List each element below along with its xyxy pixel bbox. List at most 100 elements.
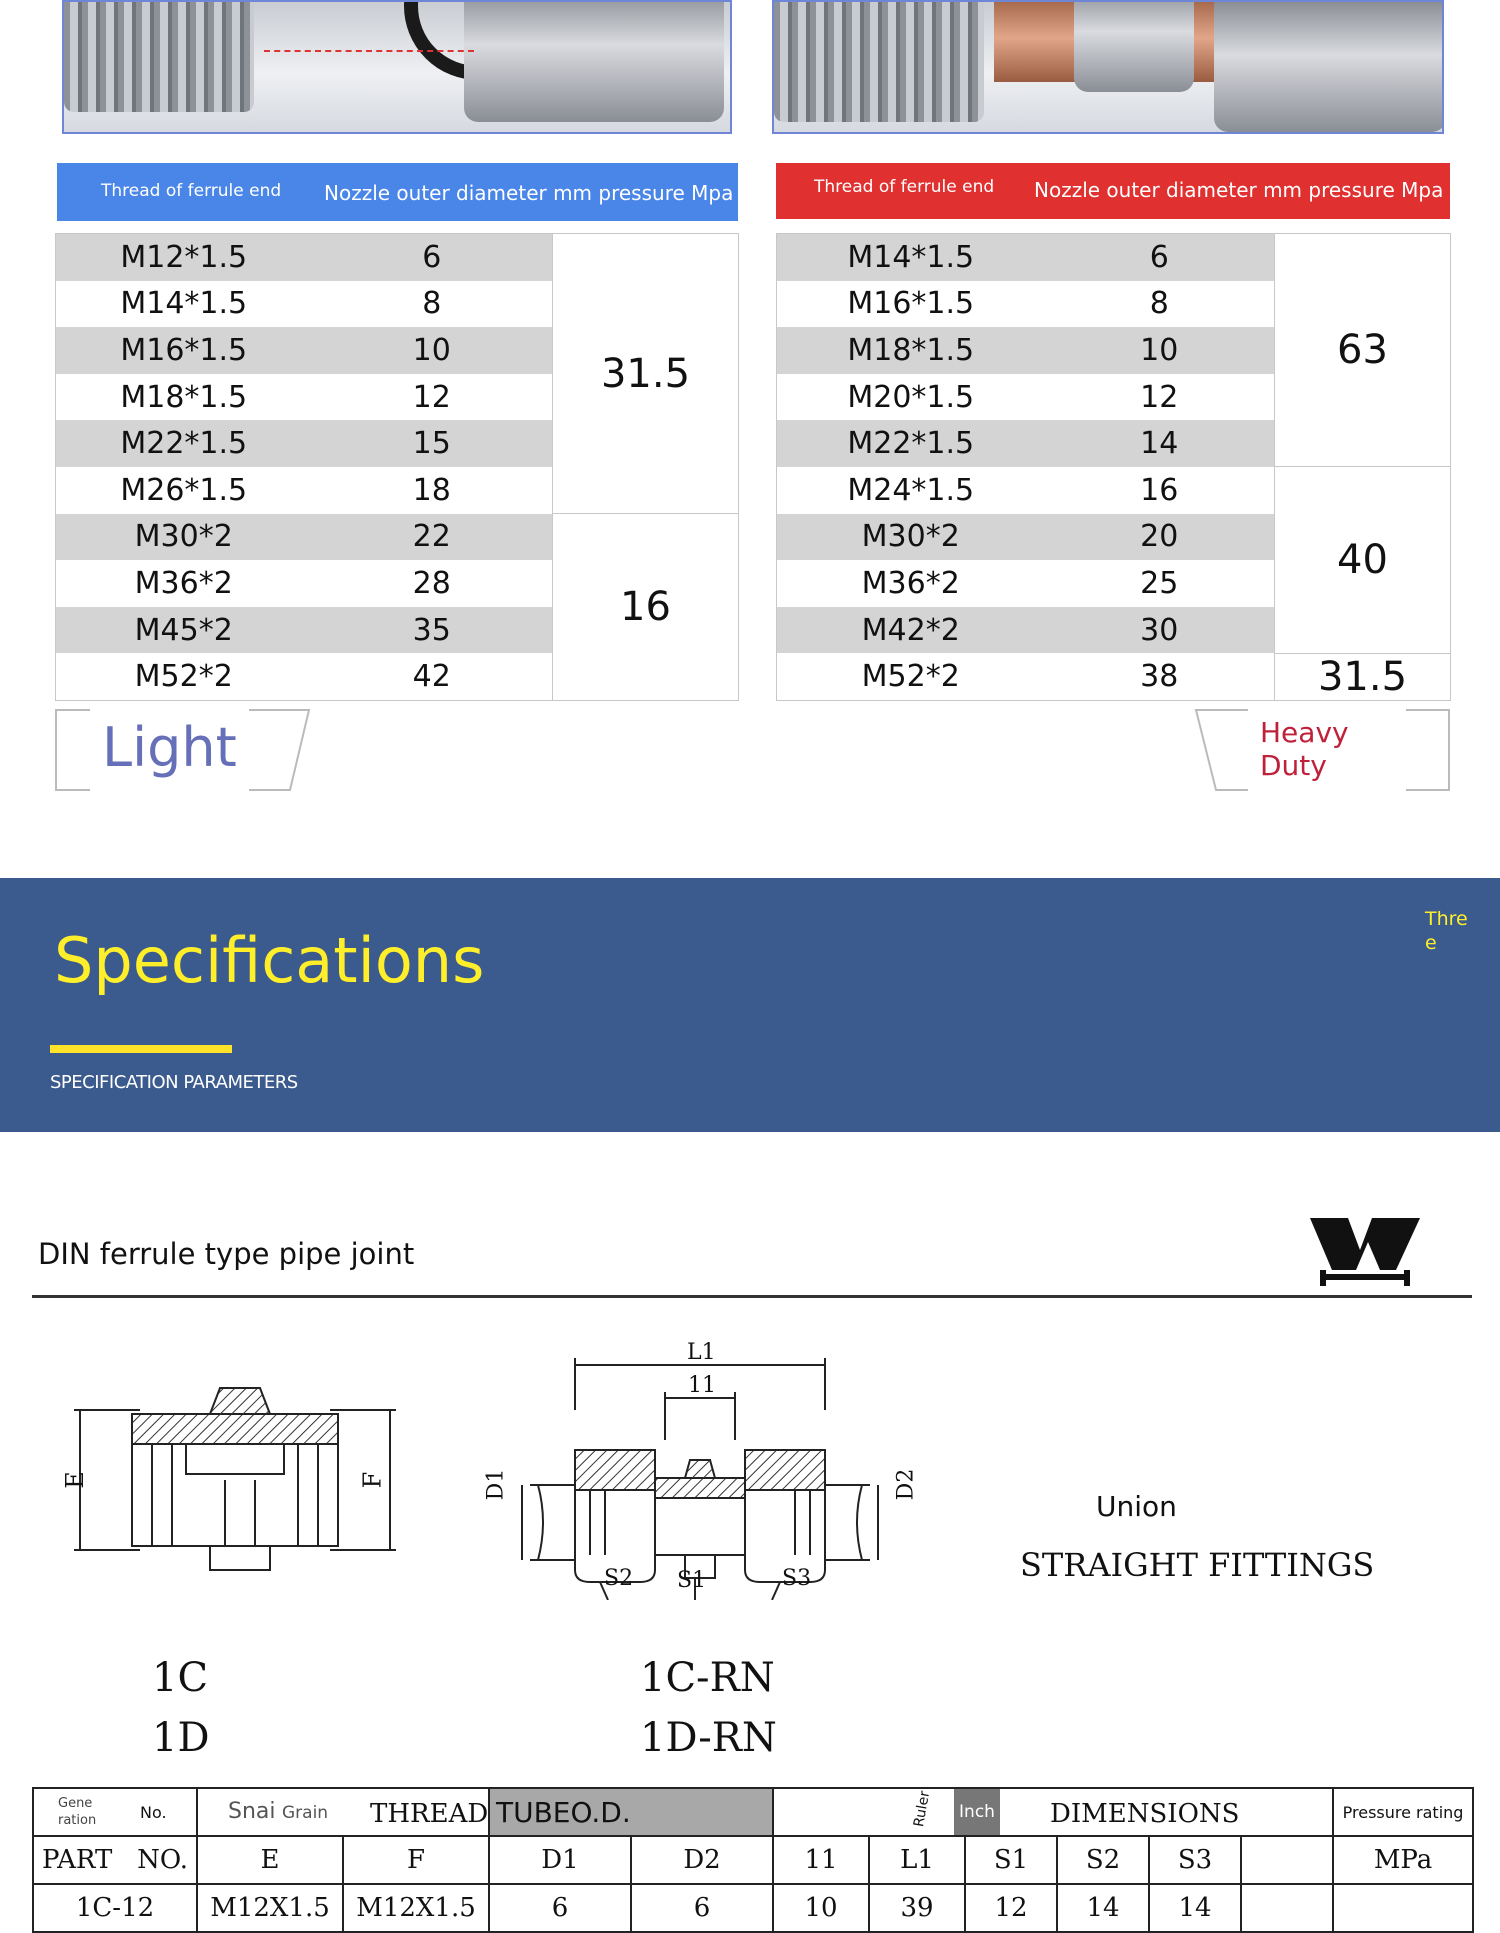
drawing-label-f: F [358,1471,387,1489]
drawing-label-s3: S3 [782,1566,812,1591]
table-subheader-row: PART NO. E F D1 D2 11 L1 S1 S2 S3 MPa [32,1835,1475,1885]
heavy-table-header: Thread of ferrule end Nozzle outer diame… [776,163,1450,219]
drawing-label-e: E [60,1471,89,1489]
generation-label: Gene ration [58,1796,97,1828]
d1-header: D1 [488,1835,632,1885]
thread-column-header: Thread of ferrule end [814,177,995,197]
ruler-label: Ruler [911,1789,934,1829]
drawing-label-s1: S1 [677,1568,707,1593]
code-1c-rn: 1C-RN [640,1655,775,1701]
dimensions-label: DIMENSIONS [1050,1799,1240,1829]
drawing-label-s2: S2 [604,1566,634,1591]
pressure-cell: 40 [1274,466,1451,654]
title-underline [50,1045,232,1053]
thread-cell: M36*2 [55,560,312,607]
mpa-header: MPa [1332,1835,1475,1885]
fitting-drawing-1c-rn [521,1358,879,1600]
code-1d: 1D [152,1715,210,1761]
pressure-rating-header: Pressure rating [1332,1787,1475,1837]
heavy-label: Heavy Duty [1260,716,1349,782]
dimension-table: Gene ration No. Snai Grain THREAD TUBEO.… [32,1787,1475,1933]
l1-header: L1 [868,1835,967,1885]
straight-fittings-label: STRAIGHT FITTINGS [1020,1546,1375,1584]
fitting-drawing-1c [74,1387,396,1571]
d2-header: D2 [629,1835,775,1885]
table-header-row: Gene ration No. Snai Grain THREAD TUBEO.… [32,1787,1475,1837]
pressure-cell: 31.5 [1274,652,1451,702]
pressure-cell: 31.5 [552,232,739,515]
table-row: 1C-12 M12X1.5 M12X1.5 6 6 10 39 12 14 14 [32,1883,1475,1933]
specifications-banner [0,878,1500,1132]
inch-label: Inch [954,1789,1001,1835]
corner-text: Three [1425,908,1468,954]
s1-cell: 12 [964,1883,1059,1933]
drawing-label-d1: D1 [483,1468,509,1501]
specifications-title: Specifications [54,924,485,997]
drawing-label-11: 11 [688,1373,716,1398]
diameter-cell: 20 [1044,513,1275,561]
thread-cell: M14*1.5 [776,233,1045,281]
thread-cell: M16*1.5 [55,327,312,374]
l1-cell: 39 [868,1883,967,1933]
diameter-cell: 28 [311,560,553,607]
diameter-cell: 15 [311,420,553,467]
diameter-cell: 38 [1044,653,1275,701]
part-cell: 1C-12 [32,1883,198,1933]
no-label: No. [140,1803,167,1822]
thread-cell: M14*1.5 [55,280,312,328]
blank-cell [1240,1883,1335,1933]
l11-header: 11 [772,1835,871,1885]
l11-cell: 10 [772,1883,871,1933]
snai-label: Snai [228,1799,276,1824]
diameter-cell: 10 [311,327,553,374]
diameter-cell: 30 [1044,606,1275,654]
drawing-label-d2: D2 [893,1468,919,1501]
mpa-cell [1332,1883,1475,1933]
diameter-column-header: Nozzle outer diameter mm pressure Mpa [1034,178,1444,202]
thread-cell: M18*1.5 [776,327,1045,374]
thread-cell: M22*1.5 [776,420,1045,467]
diameter-column-header: Nozzle outer diameter mm pressure Mpa [324,181,734,205]
thread-cell: M52*2 [776,653,1045,701]
dimensions-header-cell: Ruler Inch DIMENSIONS [772,1787,1335,1837]
thread-cell: M18*1.5 [55,373,312,421]
thread-header-cell: Snai Grain THREAD [196,1787,490,1837]
thread-cell: M52*2 [55,653,312,701]
heavy-label-frame [1194,709,1450,791]
s1-header: S1 [964,1835,1059,1885]
diameter-cell: 12 [1044,373,1275,421]
e-cell: M12X1.5 [196,1883,344,1933]
thread-cell: M26*1.5 [55,466,312,514]
thread-cell: M20*1.5 [776,373,1045,421]
thread-column-header: Thread of ferrule end [101,181,282,201]
diameter-cell: 14 [1044,420,1275,467]
s2-header: S2 [1056,1835,1151,1885]
thread-label: THREAD [370,1799,489,1829]
diameter-cell: 18 [311,466,553,514]
specifications-subtitle: SPECIFICATION PARAMETERS [50,1072,298,1093]
part-no-header: PART NO. [32,1835,198,1885]
thread-cell: M30*2 [55,513,312,561]
light-label: Light [102,716,237,779]
thread-cell: M22*1.5 [55,420,312,467]
d1-cell: 6 [488,1883,632,1933]
thread-cell: M16*1.5 [776,280,1045,328]
thread-cell: M30*2 [776,513,1045,561]
d2-cell: 6 [629,1883,775,1933]
heavy-fitting-photo [772,0,1444,134]
